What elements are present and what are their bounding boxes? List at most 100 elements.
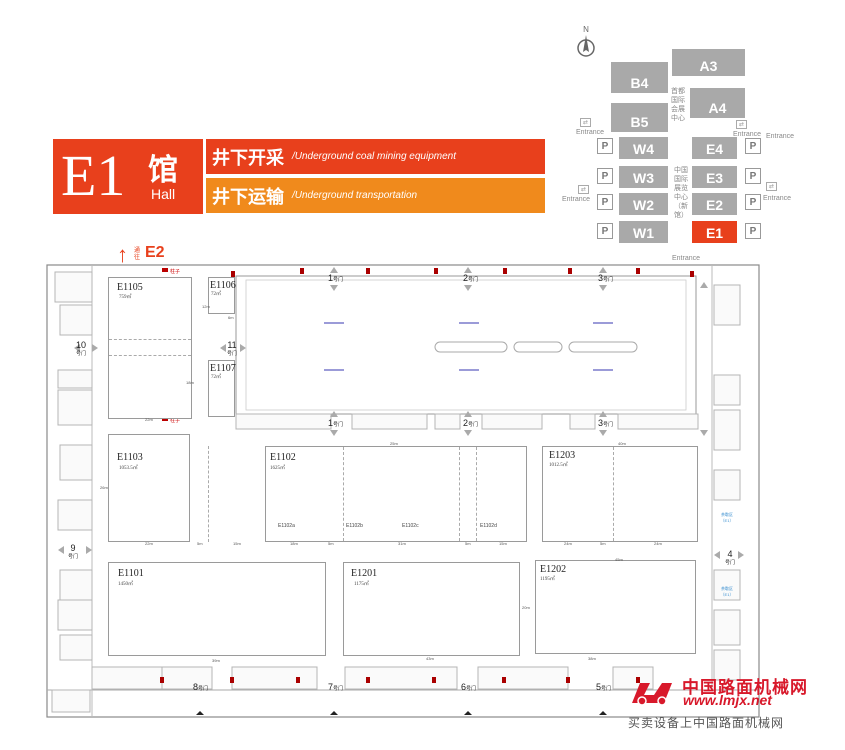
booth-e1106[interactable]: E1106 72㎡ [208, 277, 236, 314]
door-1-top: 1号门 [328, 273, 344, 283]
dim-label: 20m [522, 605, 530, 610]
to-hall-via: 通往 [134, 248, 141, 261]
side-note: 茶歇区（E1） [720, 586, 734, 597]
side-note: 茶歇区（E1） [720, 512, 734, 523]
entrance-label: Entrance [672, 255, 701, 262]
door-8: 8号门 [193, 682, 209, 692]
key-hall-e1[interactable]: E1 [692, 221, 737, 243]
center-b-label: 中国国际展览中心（新馆） [674, 167, 688, 219]
booth-area: 1625㎡ [270, 466, 286, 471]
booth-id: E1201 [351, 568, 378, 579]
dim-label: 5m [465, 541, 471, 546]
key-hall-a4[interactable]: A4 [690, 88, 745, 118]
booth-area: 72㎡ [211, 292, 222, 297]
parking-icon: P [597, 138, 613, 154]
booth-area: 1450㎡ [118, 582, 134, 587]
key-hall-w3[interactable]: W3 [619, 166, 668, 188]
door-3-mid: 3号门 [598, 418, 614, 428]
dim-label: 40m [618, 441, 626, 446]
dim-label: 22m [145, 541, 153, 546]
door-7: 7号门 [328, 682, 344, 692]
dim-label: 43m [426, 656, 434, 661]
entrance-label: Entrance [763, 195, 792, 202]
dim-label: 18m [186, 380, 194, 385]
door-6: 6号门 [461, 682, 477, 692]
key-hall-b4[interactable]: B4 [611, 62, 668, 93]
parking-icon: P [745, 223, 761, 239]
key-hall-e4[interactable]: E4 [692, 137, 737, 159]
booth-e1107[interactable]: E1107 72㎡ [208, 360, 236, 417]
key-hall-w4[interactable]: W4 [619, 137, 668, 159]
booth-area: 1195㎡ [540, 577, 555, 582]
dim-label: 38m [588, 656, 596, 661]
parking-icon: P [597, 168, 613, 184]
key-hall-a3[interactable]: A3 [672, 49, 745, 76]
key-hall-e3[interactable]: E3 [692, 166, 737, 188]
sub-booth-label: E1102c [402, 523, 419, 529]
entrance-label: Entrance [766, 133, 795, 140]
entrance-icon: ⇄ [578, 185, 589, 194]
booth-e1102[interactable]: E1102 1625㎡ E1102a E1102b E1102c E1102d [265, 446, 527, 542]
key-hall-w1[interactable]: W1 [619, 221, 668, 243]
entrance-icon: ⇄ [736, 120, 747, 129]
booth-e1101[interactable]: E1101 1450㎡ [108, 562, 326, 656]
entrance-label: Entrance [576, 129, 605, 136]
dim-label: 22m [145, 417, 153, 422]
booth-e1201[interactable]: E1201 1175㎡ [343, 562, 520, 656]
parking-icon: P [745, 138, 761, 154]
hall-badge: E1 馆 Hall [53, 139, 203, 214]
booth-e1105[interactable]: E1105 759㎡ [108, 277, 192, 419]
entrance-icon: ⇄ [766, 182, 777, 191]
booth-area: 72㎡ [211, 375, 222, 380]
dim-label: 15m [233, 541, 241, 546]
door-2-top: 2号门 [463, 273, 479, 283]
dim-label: 31m [398, 541, 406, 546]
entrance-icon: ⇄ [580, 118, 591, 127]
category-transport: 井下运输 /Underground transportation [206, 178, 545, 213]
dim-label: 24m [564, 541, 572, 546]
dim-label: 5m [600, 541, 606, 546]
booth-e1203[interactable]: E1203 1012.5㎡ [542, 446, 698, 542]
booth-e1103[interactable]: E1103 1053.5㎡ [108, 434, 190, 542]
sub-booth-label: E1102d [480, 523, 497, 529]
dim-label: 24m [654, 541, 662, 546]
door-5: 5号门 [596, 682, 612, 692]
compass-label: N [583, 25, 589, 34]
lmjx-logo-icon [632, 683, 672, 706]
category-transport-cn: 井下运输 [212, 186, 284, 207]
key-hall-w2[interactable]: W2 [619, 193, 668, 215]
category-mining-cn: 井下开采 [212, 147, 284, 168]
booth-id: E1107 [210, 363, 236, 374]
pillar-mark [162, 268, 168, 272]
dim-label: 25m [390, 441, 398, 446]
arrow-up-icon: ↑ [117, 242, 128, 267]
dim-label: 6m [228, 315, 234, 320]
center-a-label: 首都国际会展中心 [671, 88, 685, 122]
pillar-mark [162, 417, 168, 421]
watermark-slogan: 买卖设备上中国路面机械网 [628, 716, 785, 730]
dim-label: 5m [328, 541, 334, 546]
booth-e1202[interactable]: E1202 1195㎡ [535, 560, 696, 654]
key-hall-b5[interactable]: B5 [611, 103, 668, 132]
hall-en-label: Hall [151, 186, 176, 202]
key-hall-e2[interactable]: E2 [692, 193, 737, 215]
booth-id: E1202 [540, 564, 567, 575]
category-mining-en: /Underground coal mining equipment [292, 151, 456, 162]
booth-id: E1103 [117, 452, 143, 463]
dim-label: 45m [615, 557, 623, 562]
hall-code: E1 [61, 143, 126, 208]
booth-id: E1105 [117, 282, 143, 293]
parking-icon: P [597, 194, 613, 210]
door-3-top: 3号门 [598, 273, 614, 283]
pillar-note: 柱子 [170, 269, 181, 275]
sub-booth-label: E1102a [278, 523, 295, 529]
dim-label: 26m [100, 485, 108, 490]
booth-area: 1053.5㎡ [119, 466, 138, 471]
watermark: 中国路面机械网 www.lmjx.net 买卖设备上中国路面机械网 [628, 673, 843, 743]
booth-id: E1106 [210, 280, 236, 291]
category-mining: 井下开采 /Underground coal mining equipment [206, 139, 545, 174]
